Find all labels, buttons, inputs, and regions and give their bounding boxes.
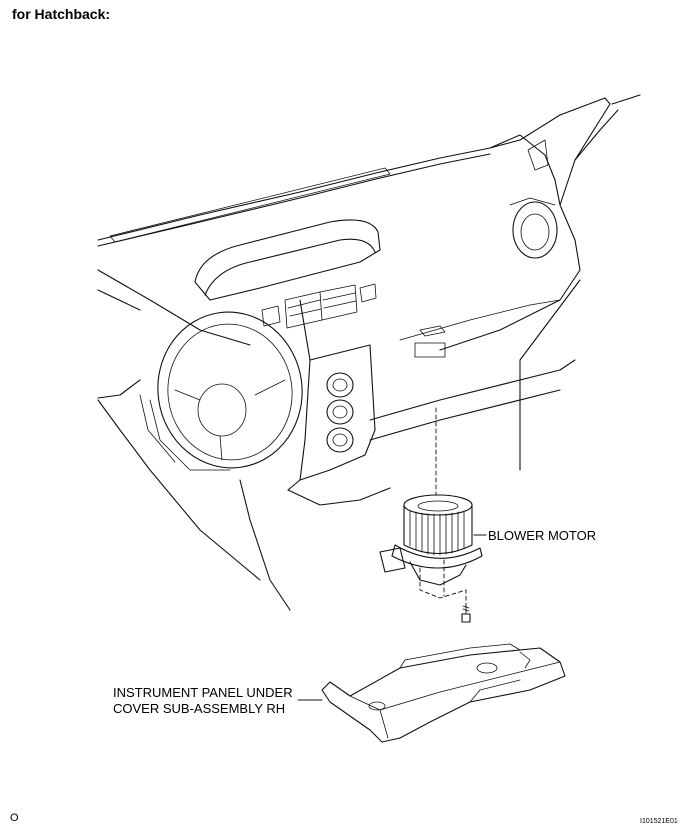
blower-motor-part [379, 494, 483, 586]
dashboard-outline [97, 94, 641, 611]
figure-code: I101521E01 [640, 818, 678, 825]
page-marker: O [10, 812, 19, 824]
diagram-heading: for Hatchback: [12, 6, 111, 22]
screw-part [461, 603, 471, 623]
under-cover-label-line2: COVER SUB-ASSEMBLY RH [113, 701, 286, 716]
under-cover-label-line1: INSTRUMENT PANEL UNDER [113, 685, 293, 700]
blower-motor-label: BLOWER MOTOR [488, 528, 597, 543]
under-cover-part [321, 643, 566, 743]
assembly-guides [419, 407, 467, 613]
under-cover-label: INSTRUMENT PANEL UNDER COVER SUB-ASSEMBL… [113, 685, 293, 717]
steering-wheel [139, 311, 303, 471]
